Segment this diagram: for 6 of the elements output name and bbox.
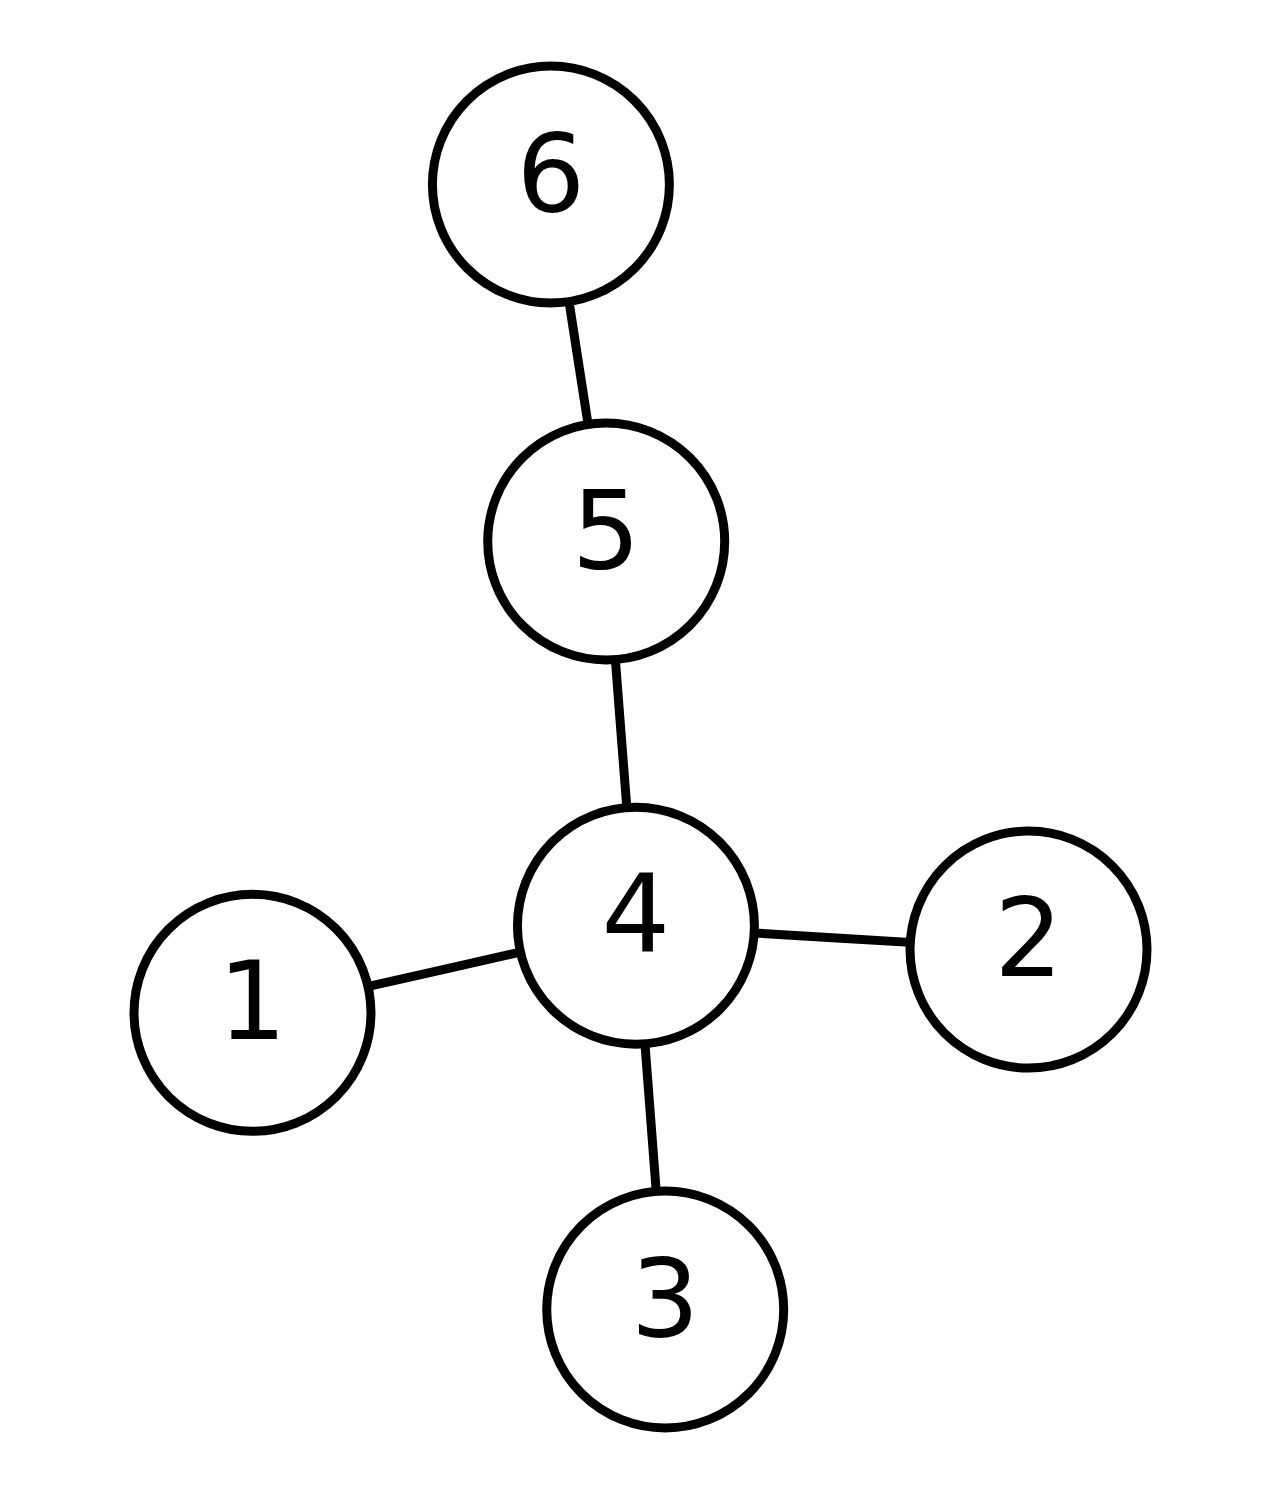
node-circle: 4 bbox=[512, 802, 759, 1049]
node-circle: 2 bbox=[905, 826, 1151, 1073]
node-circle: 5 bbox=[482, 418, 729, 665]
node-circle: 1 bbox=[129, 889, 375, 1136]
node-circle: 3 bbox=[541, 1186, 788, 1433]
node-circle: 6 bbox=[427, 61, 674, 308]
